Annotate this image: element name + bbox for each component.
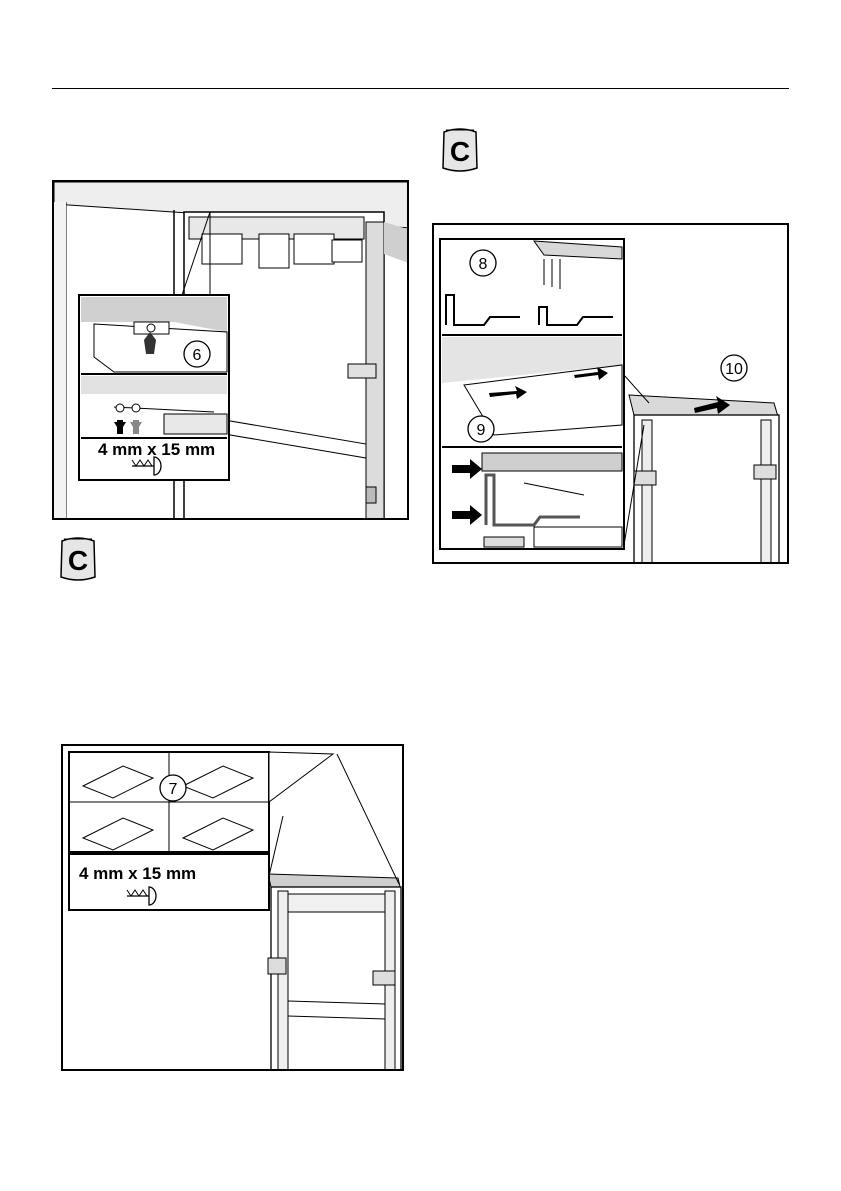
figure-top-right: 10 8 9 xyxy=(432,223,789,564)
step-7-number: 7 xyxy=(169,781,178,798)
figure-bottom-left: 7 4 mm x 15 mm xyxy=(61,744,404,1071)
header-rule xyxy=(52,88,789,89)
figure-2-illustration: 7 xyxy=(63,746,404,1071)
step-10-number: 10 xyxy=(725,361,743,378)
bag-letter-2: C xyxy=(68,545,88,576)
accessory-bag-c-icon-2: C xyxy=(58,535,98,585)
figure-3-illustration: 10 8 9 xyxy=(434,225,789,564)
step-9-number: 9 xyxy=(477,422,486,439)
figure-1-illustration: 6 xyxy=(54,182,409,520)
step-8-number: 8 xyxy=(479,256,488,273)
step-6-number: 6 xyxy=(193,347,202,364)
screw-spec-label-1: 4 mm x 15 mm xyxy=(98,440,215,460)
figure-top-left: 6 4 mm x 15 mm xyxy=(52,180,409,520)
screw-spec-label-2: 4 mm x 15 mm xyxy=(79,864,196,884)
accessory-bag-c-icon: C xyxy=(440,126,480,176)
bag-letter: C xyxy=(450,136,470,167)
